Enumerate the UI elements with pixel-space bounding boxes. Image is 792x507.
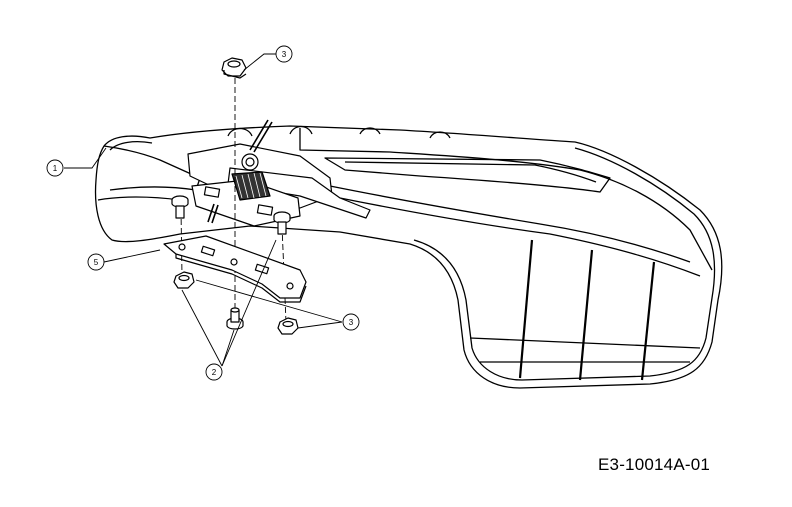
bracket-body xyxy=(163,235,307,299)
seat-shell-bumps xyxy=(227,125,451,139)
seat-shell-slot-inner xyxy=(344,161,597,183)
callout-1-label: 1 xyxy=(53,164,58,173)
callout-5: 5 xyxy=(87,253,105,271)
callout-3-top-label: 3 xyxy=(282,50,287,59)
seat-shell-rib-3 xyxy=(640,261,656,381)
lock-nut-top xyxy=(221,57,247,79)
lock-nuts xyxy=(173,57,299,335)
hinge-pin xyxy=(207,203,219,224)
callout-2: 2 xyxy=(205,363,223,381)
leader-callout-3-bottom-b xyxy=(297,321,343,329)
figure-reference-code: E3-10014A-01 xyxy=(598,455,711,474)
hinge-boss-inner xyxy=(245,157,255,167)
hinge-mechanism xyxy=(187,119,371,227)
callout-1: 1 xyxy=(46,159,64,177)
bracket-slot-right xyxy=(254,263,270,275)
callout-3-bottom-label: 3 xyxy=(349,318,354,327)
carriage-bolts xyxy=(171,195,291,330)
callouts: 1 3 5 2 3 xyxy=(46,45,360,381)
seat-shell-left-lower xyxy=(97,196,181,201)
leader-callout-2-c xyxy=(221,239,277,367)
leader-callout-3-bottom-a xyxy=(195,279,343,323)
bracket-edge xyxy=(175,254,307,303)
hinge-slot-left xyxy=(203,186,221,198)
leader-callout-3-top xyxy=(243,53,276,71)
lock-nut-left xyxy=(173,271,195,289)
seat-shell-top-ridge xyxy=(299,128,713,271)
mounting-bracket xyxy=(163,235,307,303)
carriage-bolt-left xyxy=(171,195,189,219)
seat-shell-sweep-1 xyxy=(329,185,691,263)
seat-shell-rib-2 xyxy=(578,249,594,381)
seat-shell-rib-1 xyxy=(518,239,534,379)
leader-callout-2-b xyxy=(221,329,235,367)
carriage-bolt-right xyxy=(273,211,291,235)
bracket-hole-left xyxy=(178,243,186,251)
carriage-bolt-bottom xyxy=(226,307,244,330)
bracket-slot-left xyxy=(200,245,216,257)
seat-shell-slot xyxy=(324,157,611,193)
bracket-hole-center xyxy=(230,258,238,266)
callout-2-label: 2 xyxy=(212,368,217,377)
leader-callout-5 xyxy=(103,249,161,263)
callout-3-bottom: 3 xyxy=(342,313,360,331)
seat-shell-sweep-2 xyxy=(339,197,701,277)
leader-lines xyxy=(64,53,343,367)
seat-shell-inner-rim xyxy=(109,141,716,381)
bracket-hole-right xyxy=(286,282,294,290)
hinge-spring-coils xyxy=(235,172,267,199)
hinge-slot-right xyxy=(256,204,274,216)
seat-shell-pan-bottom xyxy=(469,337,701,363)
leader-callout-1 xyxy=(64,147,107,169)
hinge-lever xyxy=(249,119,273,153)
lock-nut-right xyxy=(277,317,299,335)
leader-callout-2-a xyxy=(181,289,223,367)
assembly-line-left-bolt xyxy=(180,209,183,277)
callout-3-top: 3 xyxy=(275,45,293,63)
callout-5-label: 5 xyxy=(94,258,99,267)
